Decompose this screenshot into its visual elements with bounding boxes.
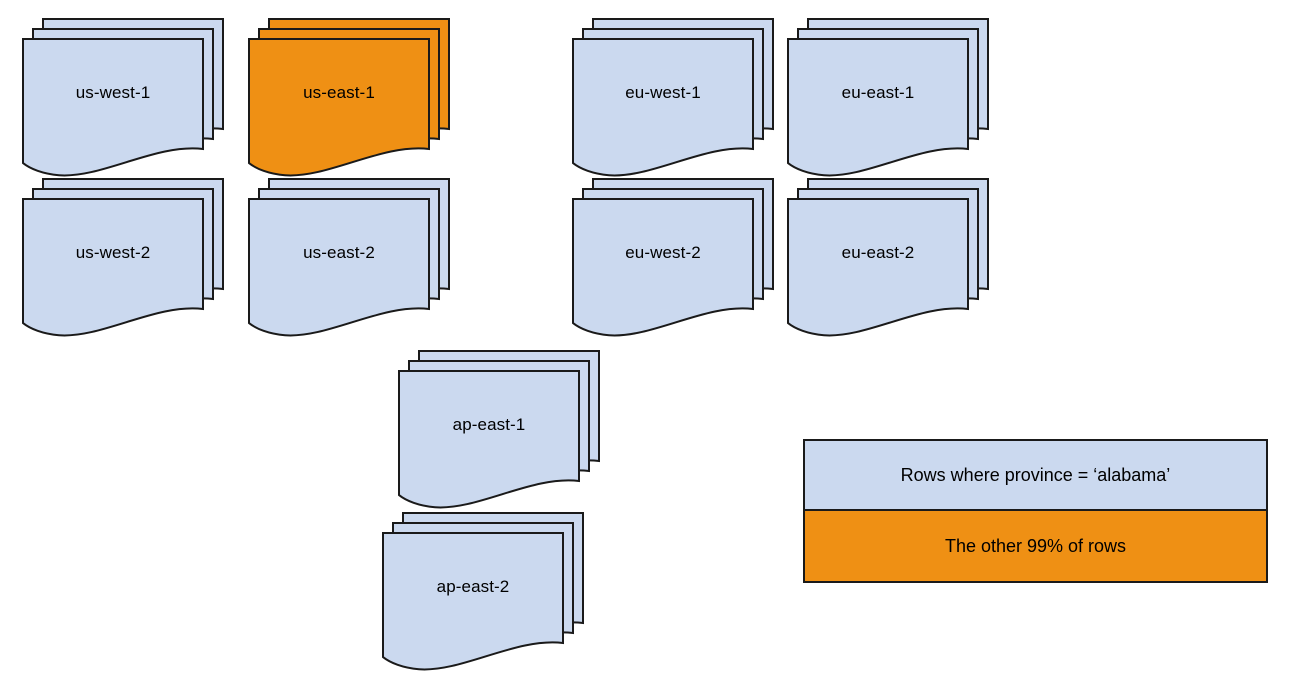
document-sheet-front — [572, 38, 754, 177]
document-sheet-front — [787, 38, 969, 177]
document-sheet-front — [398, 370, 580, 509]
document-stack-us-east-2[interactable]: us-east-2 — [248, 178, 454, 346]
document-stack-label-ap-east-2: ap-east-2 — [436, 577, 510, 596]
legend-row-blue: Rows where province = ‘alabama’ — [805, 441, 1266, 511]
document-stack-label-ap-east-1: ap-east-1 — [452, 415, 526, 434]
document-sheet-front — [787, 198, 969, 337]
document-sheet-front — [22, 38, 204, 177]
document-sheet-front — [22, 198, 204, 337]
document-stack-label-us-east-2: us-east-2 — [303, 243, 375, 262]
document-stack-label-eu-west-2: eu-west-2 — [625, 243, 701, 262]
document-stack-ap-east-1[interactable]: ap-east-1 — [398, 350, 604, 518]
document-sheet-front — [248, 38, 430, 177]
document-stack-us-east-1[interactable]: us-east-1 — [248, 18, 454, 186]
document-sheet-front — [572, 198, 754, 337]
document-sheet-front — [382, 532, 564, 671]
document-sheet-front — [248, 198, 430, 337]
legend-label-orange: The other 99% of rows — [944, 535, 1127, 556]
document-stack-eu-west-1[interactable]: eu-west-1 — [572, 18, 778, 186]
document-stack-eu-east-2[interactable]: eu-east-2 — [787, 178, 993, 346]
legend-row-orange: The other 99% of rows — [805, 511, 1266, 581]
document-stack-eu-west-2[interactable]: eu-west-2 — [572, 178, 778, 346]
document-stack-label-us-west-2: us-west-2 — [75, 243, 151, 262]
document-stack-ap-east-2[interactable]: ap-east-2 — [382, 512, 588, 680]
document-stack-us-west-2[interactable]: us-west-2 — [22, 178, 228, 346]
document-stack-label-us-east-1: us-east-1 — [303, 83, 375, 102]
document-stack-label-eu-west-1: eu-west-1 — [625, 83, 701, 102]
document-stack-label-eu-east-2: eu-east-2 — [841, 243, 915, 262]
legend-label-blue: Rows where province = ‘alabama’ — [900, 464, 1171, 485]
legend: Rows where province = ‘alabama’ The othe… — [803, 439, 1268, 583]
document-stack-label-eu-east-1: eu-east-1 — [841, 83, 915, 102]
document-stack-eu-east-1[interactable]: eu-east-1 — [787, 18, 993, 186]
document-stack-us-west-1[interactable]: us-west-1 — [22, 18, 228, 186]
document-stack-label-us-west-1: us-west-1 — [75, 83, 151, 102]
